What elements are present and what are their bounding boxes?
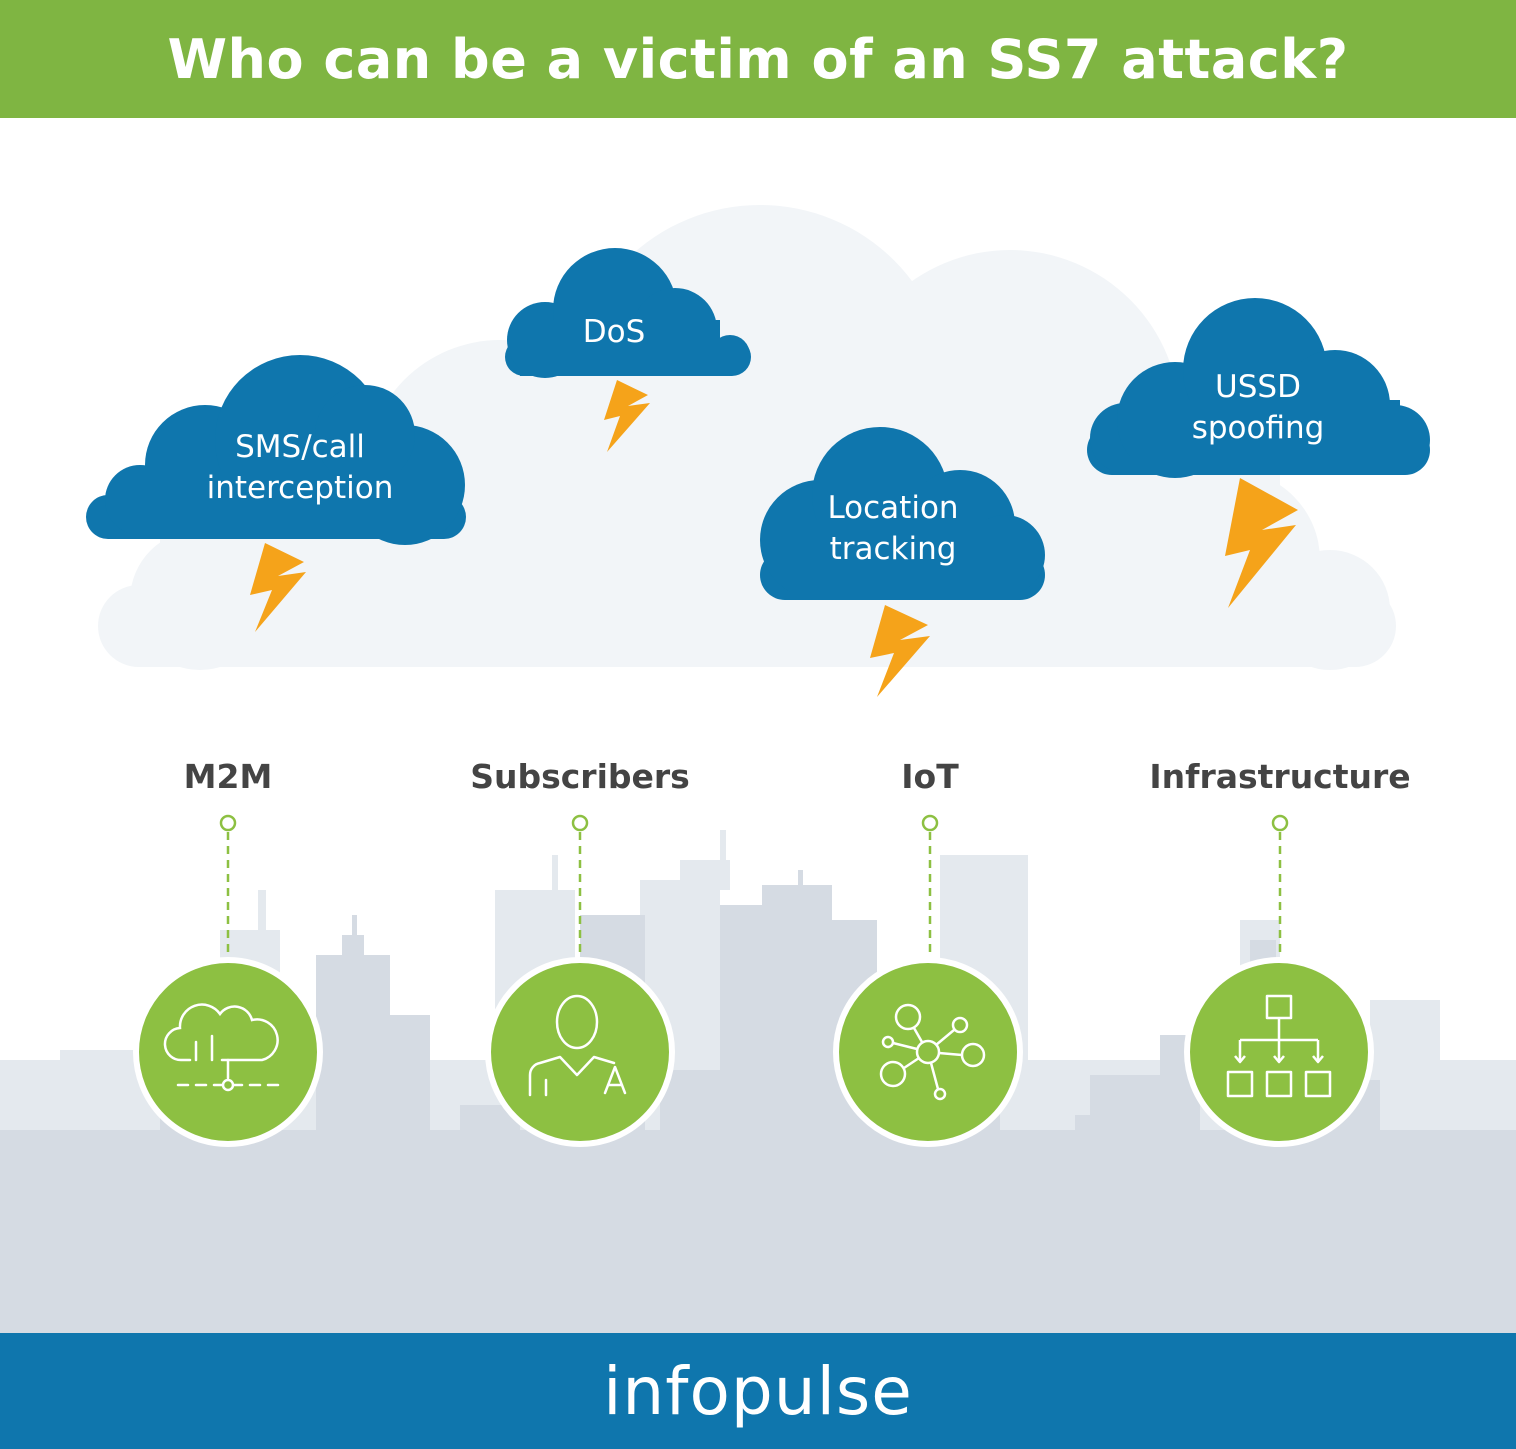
background-cloud [98, 205, 1396, 670]
lightning-bolt-icon [870, 605, 930, 697]
hierarchy-icon [1226, 994, 1332, 1098]
connector-dot [921, 814, 939, 832]
attack-cloud-dos: DoS [505, 248, 751, 452]
user-icon [528, 994, 627, 1097]
target-label: IoT [901, 757, 959, 796]
attack-label: Location [827, 490, 958, 526]
target-label: Subscribers [470, 757, 690, 796]
connector-dot [571, 814, 589, 832]
skyline-front [0, 870, 1516, 1333]
target-label: M2M [184, 757, 273, 796]
diagram-scene: SMS/call interception DoS Location track… [0, 205, 1516, 1333]
attack-label: SMS/call [235, 429, 365, 465]
target-m2m: M2M [133, 757, 323, 1147]
lightning-bolt-icon [604, 380, 650, 452]
target-infrastructure: Infrastructure [1149, 757, 1411, 1147]
target-iot: IoT [833, 757, 1023, 1147]
target-subscribers: Subscribers [470, 757, 690, 1147]
network-nodes-icon [879, 1003, 986, 1101]
target-circle [133, 957, 323, 1147]
page-title: Who can be a victim of an SS7 attack? [167, 27, 1349, 91]
attack-label: interception [207, 470, 394, 506]
connector-dot [1271, 814, 1289, 832]
attack-cloud-sms: SMS/call interception [86, 355, 466, 632]
cloud-network-icon [163, 1003, 280, 1092]
attack-cloud-ussd: USSD spoofing [1087, 298, 1430, 608]
connector-dot [219, 814, 237, 832]
attack-cloud-location: Location tracking [760, 427, 1045, 697]
target-label: Infrastructure [1149, 757, 1410, 796]
lightning-bolt-icon [250, 543, 306, 632]
footer-banner: infopulse [0, 1333, 1516, 1449]
lightning-bolt-icon [1225, 478, 1298, 608]
target-circle [485, 957, 675, 1147]
attack-label: USSD [1215, 369, 1301, 405]
header-banner: Who can be a victim of an SS7 attack? [0, 0, 1516, 118]
target-circle [833, 957, 1023, 1147]
attack-label: spoofing [1192, 410, 1325, 446]
infopulse-logo: infopulse [603, 1352, 913, 1430]
attack-label: tracking [830, 531, 957, 567]
attack-label: DoS [583, 314, 646, 350]
